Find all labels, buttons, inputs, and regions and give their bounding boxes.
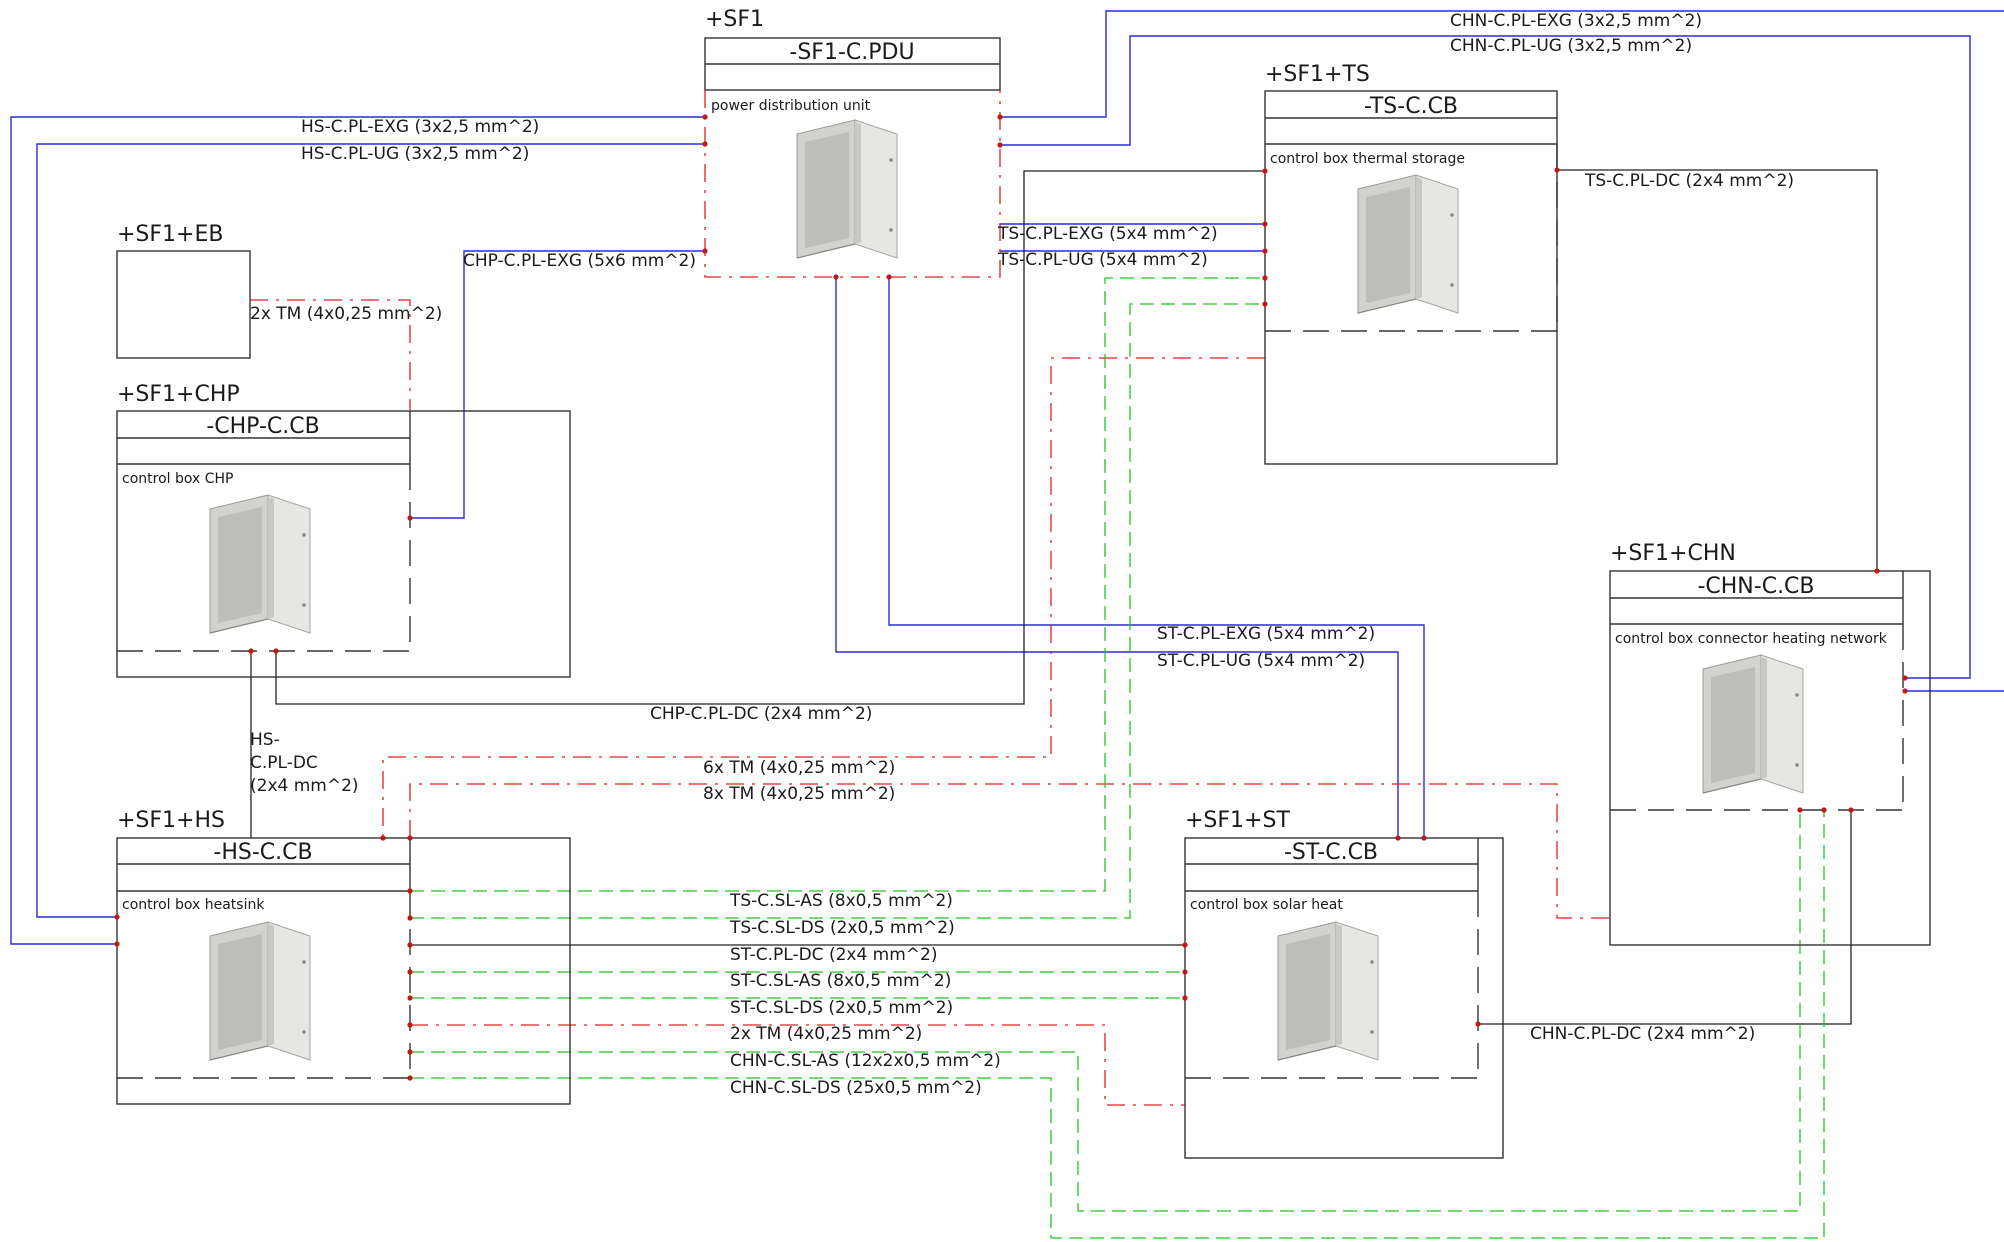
tm-cables: [250, 299, 1610, 1106]
cable-tm8[interactable]: [409, 783, 1610, 919]
unit-tag: -SF1-C.PDU: [789, 40, 914, 65]
cable-chp-dc[interactable]: [275, 170, 1265, 705]
unit-ts[interactable]: +SF1+TS -TS-C.CB control box thermal sto…: [1264, 62, 1558, 465]
cable-st-exg[interactable]: [888, 276, 1425, 838]
cable-hs-ug[interactable]: [36, 143, 705, 918]
unit-tag: -ST-C.CB: [1284, 840, 1378, 865]
unit-tag: -TS-C.CB: [1364, 94, 1458, 119]
unit-description: control box thermal storage: [1270, 151, 1465, 167]
label-tm8: 8x TM (4x0,25 mm^2): [703, 784, 895, 804]
cable-hs-exg[interactable]: [10, 116, 705, 945]
label-st-sl-ds: ST-C.SL-DS (2x0,5 mm^2): [730, 998, 953, 1018]
unit-location: +SF1+TS: [1265, 62, 1370, 87]
label-chn-dc: CHN-C.PL-DC (2x4 mm^2): [1530, 1024, 1755, 1044]
dc-cables: [250, 169, 1878, 1025]
cabinet-icon: [796, 119, 898, 259]
cable-tm6[interactable]: [382, 357, 1265, 838]
label-chp-exg: CHP-C.PL-EXG (5x6 mm^2): [463, 251, 696, 271]
label-ts-sl-ds: TS-C.SL-DS (2x0,5 mm^2): [729, 918, 955, 938]
cable-chn-ug[interactable]: [1000, 35, 1971, 679]
label-chn-sl-as: CHN-C.SL-AS (12x2x0,5 mm^2): [730, 1051, 1001, 1071]
label-eb-tm: 2x TM (4x0,25 mm^2): [250, 304, 442, 324]
label-st-ug: ST-C.PL-UG (5x4 mm^2): [1157, 651, 1365, 671]
unit-location: +SF1+EB: [117, 222, 223, 247]
label-hs-ug: HS-C.PL-UG (3x2,5 mm^2): [301, 144, 529, 164]
unit-description: control box CHP: [122, 471, 233, 487]
cable-chn-sl-as[interactable]: [410, 810, 1801, 1212]
unit-location: +SF1+ST: [1185, 808, 1290, 833]
unit-location: +SF1+CHN: [1610, 541, 1736, 566]
unit-description: power distribution unit: [711, 98, 871, 114]
unit-description: control box solar heat: [1190, 897, 1343, 913]
signal-cables: [410, 277, 1825, 1239]
label-ts-ug: TS-C.PL-UG (5x4 mm^2): [997, 250, 1208, 270]
cabinet-icon: [1277, 921, 1379, 1061]
label-st-exg: ST-C.PL-EXG (5x4 mm^2): [1157, 624, 1375, 644]
unit-location: +SF1+CHP: [117, 382, 240, 407]
label-ts-sl-as: TS-C.SL-AS (8x0,5 mm^2): [729, 891, 953, 911]
cable-chp-exg[interactable]: [410, 250, 705, 519]
label-chp-dc: CHP-C.PL-DC (2x4 mm^2): [650, 704, 872, 724]
label-hs-dc-1: HS-: [250, 730, 280, 750]
label-chn-exg: CHN-C.PL-EXG (3x2,5 mm^2): [1450, 11, 1702, 31]
unit-hs[interactable]: +SF1+HS -HS-C.CB control box heatsink: [116, 808, 571, 1105]
cable-labels: CHN-C.PL-EXG (3x2,5 mm^2) CHN-C.PL-UG (3…: [250, 11, 1794, 1098]
cable-ts-sl-as[interactable]: [410, 277, 1265, 892]
cable-ts-dc[interactable]: [1557, 169, 1878, 571]
cable-chn-sl-ds[interactable]: [410, 810, 1825, 1239]
unit-description: control box connector heating network: [1615, 631, 1888, 647]
unit-tag: -CHN-C.CB: [1697, 574, 1814, 599]
unit-description: control box heatsink: [122, 897, 265, 913]
unit-location: +SF1: [705, 7, 764, 32]
unit-tag: -CHP-C.CB: [206, 414, 319, 439]
label-st-dc: ST-C.PL-DC (2x4 mm^2): [730, 945, 938, 965]
unit-eb[interactable]: +SF1+EB: [116, 222, 251, 359]
cable-chn-exg[interactable]: [1000, 10, 2004, 118]
label-ts-dc: TS-C.PL-DC (2x4 mm^2): [1584, 171, 1794, 191]
cabinet-icon: [209, 921, 311, 1061]
unit-location: +SF1+HS: [117, 808, 225, 833]
cable-chn-dc[interactable]: [1478, 810, 1852, 1025]
label-chn-sl-ds: CHN-C.SL-DS (25x0,5 mm^2): [730, 1078, 982, 1098]
unit-tag: -HS-C.CB: [213, 840, 312, 865]
label-hs-exg: HS-C.PL-EXG (3x2,5 mm^2): [301, 117, 539, 137]
cabinet-icon: [1357, 174, 1459, 314]
label-tm6: 6x TM (4x0,25 mm^2): [703, 758, 895, 778]
unit-st[interactable]: +SF1+ST -ST-C.CB control box solar heat: [1184, 808, 1504, 1159]
cable-st-tm[interactable]: [410, 1024, 1185, 1106]
label-st-tm: 2x TM (4x0,25 mm^2): [730, 1024, 922, 1044]
unit-chp[interactable]: +SF1+CHP -CHP-C.CB control box CHP: [116, 382, 571, 678]
label-hs-dc-2: C.PL-DC: [250, 753, 318, 773]
label-ts-exg: TS-C.PL-EXG (5x4 mm^2): [997, 224, 1218, 244]
cable-st-ug[interactable]: [835, 276, 1399, 838]
cable-ts-sl-ds[interactable]: [410, 303, 1265, 919]
unit-pdu[interactable]: +SF1 -SF1-C.PDU power distribution unit: [704, 7, 1001, 278]
label-hs-dc-3: (2x4 mm^2): [250, 776, 359, 796]
label-st-sl-as: ST-C.SL-AS (8x0,5 mm^2): [730, 971, 951, 991]
terminals: [114, 114, 1908, 1081]
unit-chn[interactable]: +SF1+CHN -CHN-C.CB control box connector…: [1609, 541, 1931, 946]
cabinet-icon: [209, 494, 311, 634]
power-cables: [10, 10, 2004, 945]
label-chn-ug: CHN-C.PL-UG (3x2,5 mm^2): [1450, 36, 1692, 56]
cable-eb-tm[interactable]: [250, 299, 411, 410]
cabinet-icon: [1702, 654, 1804, 794]
